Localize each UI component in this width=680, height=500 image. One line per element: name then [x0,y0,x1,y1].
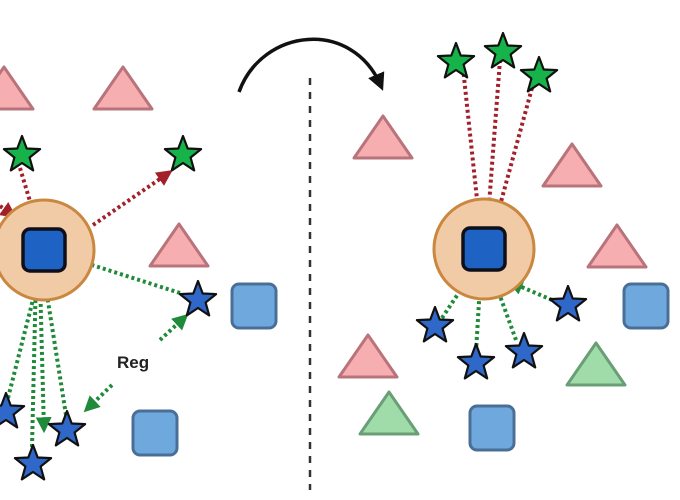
right-star-blue-1 [548,284,588,322]
right-triangle-green-1 [565,341,627,387]
left-edge-pos-3 [91,170,173,227]
right-star-blue-3 [504,331,544,369]
curved-arrow-icon [237,37,385,93]
right-triangle-red-4 [337,333,399,379]
left-anchor-square-icon [21,227,67,273]
left-edge-neg-7 [35,279,52,434]
right-triangle-red-2 [541,142,603,188]
right-square-blue-1 [622,282,670,330]
left-square-blue-1 [230,282,278,330]
left-triangle-red-1 [0,65,35,111]
left-edge-neg-5 [27,272,44,448]
right-star-blue-2 [415,305,455,343]
right-star-green-3 [519,55,559,93]
left-star-blue-3 [47,409,87,447]
left-triangle-red-3 [148,222,210,268]
right-anchor-square-icon [461,226,507,272]
left-triangle-red-2 [92,65,154,111]
left-edge-neg-2 [158,313,189,342]
left-star-blue-1 [178,279,218,317]
right-square-blue-2 [468,404,516,452]
reg-label: Reg [117,353,149,372]
left-star-green-1 [2,134,42,172]
right-triangle-green-2 [358,390,420,436]
left-star-blue-2 [0,391,26,429]
right-edge-pos-3 [491,87,534,224]
right-star-blue-4 [456,342,496,380]
right-star-green-1 [436,41,476,79]
right-triangle-red-1 [352,114,414,160]
left-edge-neg-3 [83,383,114,413]
right-star-green-2 [483,31,523,69]
left-star-green-2 [163,134,203,172]
right-edge-pos-2 [480,59,502,222]
left-square-blue-2 [131,409,179,457]
left-star-blue-4 [13,443,53,481]
shapes-layer [0,65,670,457]
right-triangle-red-3 [586,223,648,269]
right-edge-pos-1 [461,67,486,222]
stars-layer [0,31,588,481]
